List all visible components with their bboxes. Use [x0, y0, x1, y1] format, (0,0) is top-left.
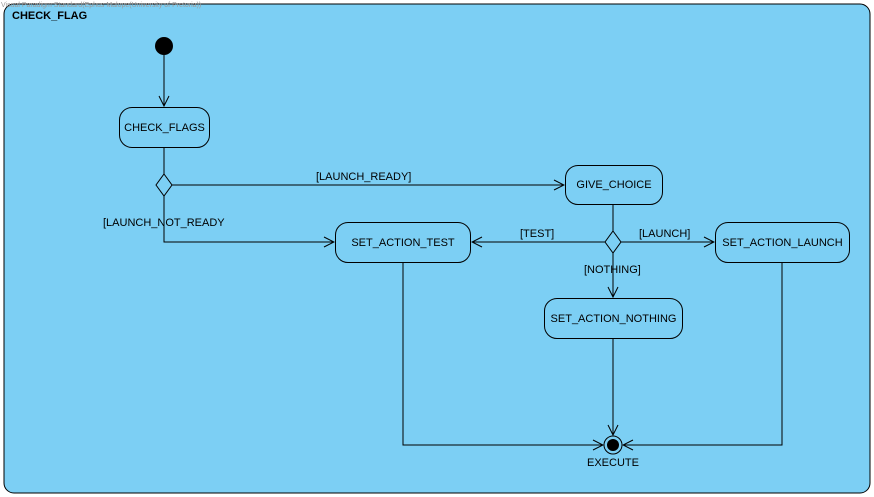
guard-nothing: [NOTHING]	[584, 264, 641, 276]
edge-launch-to-execute	[623, 263, 783, 445]
action-set-action-test[interactable]: SET_ACTION_TEST	[335, 222, 471, 263]
edge-test-to-execute	[402, 263, 603, 445]
guard-launch-not-ready: [LAUNCH_NOT_READY	[103, 217, 225, 229]
decision-node-choice	[604, 230, 622, 254]
guard-test: [TEST]	[520, 228, 555, 240]
action-give-choice[interactable]: GIVE_CHOICE	[565, 165, 663, 205]
final-node-inner	[607, 439, 619, 451]
edge-launch-not-ready	[163, 196, 334, 242]
watermark: Visual Paradigm Standard(Ephus Malope(Un…	[1, 2, 202, 9]
final-node-label: EXECUTE	[587, 457, 639, 469]
action-set-action-nothing[interactable]: SET_ACTION_NOTHING	[544, 298, 683, 339]
guard-launch-ready: [LAUNCH_READY]	[316, 171, 412, 183]
action-set-action-launch[interactable]: SET_ACTION_LAUNCH	[715, 222, 850, 263]
action-check-flags[interactable]: CHECK_FLAGS	[119, 107, 210, 148]
decision-node-flags	[155, 173, 173, 197]
frame-title: CHECK_FLAG	[12, 10, 88, 22]
guard-launch: [LAUNCH]	[639, 228, 691, 240]
initial-node	[155, 37, 173, 55]
